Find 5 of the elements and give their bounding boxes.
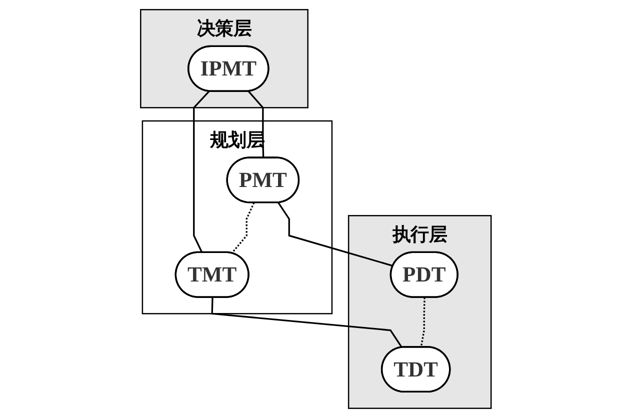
connector: [277, 202, 393, 267]
connector: [230, 202, 254, 254]
connector: [192, 90, 210, 253]
connector: [210, 297, 402, 348]
connector: [420, 297, 425, 348]
